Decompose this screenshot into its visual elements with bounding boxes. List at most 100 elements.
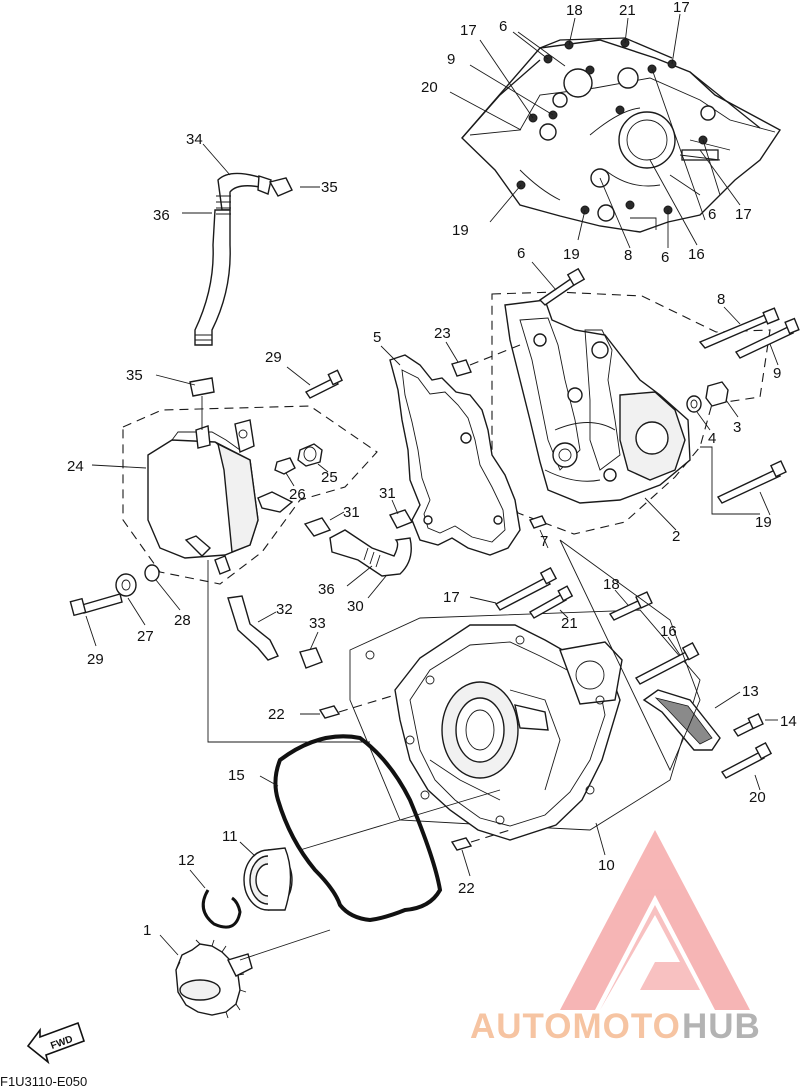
callout-34: 34 [186,131,203,148]
dowel-pin-3 [705,381,739,418]
clamp-35-lower [155,374,215,430]
grommet-27 [115,573,146,626]
leaders-top [449,13,741,249]
drawing-code: F1U3110-E050 [0,1074,87,1089]
callout-16-bolt: 16 [660,623,677,640]
watermark-logo [560,830,750,1010]
clamp-33 [299,631,323,669]
callout-8-bolt: 8 [717,291,725,308]
callout-30: 30 [347,598,364,615]
callout-36-lower: 36 [318,581,335,598]
callout-9-bolt: 9 [773,365,781,382]
callout-6-top: 6 [499,18,507,35]
strainer-cover-13 [642,689,741,751]
watermark-text-part1: AUTOMOTO [470,1007,681,1046]
watermark-text: AUTOMOTO HUB [470,1007,761,1046]
bolt-6-upper [531,261,586,306]
clamp-31-upper [388,499,414,529]
callout-31-upper: 31 [379,485,396,502]
callout-18-top: 18 [566,2,583,19]
callout-31-lower: 31 [343,504,360,521]
callout-4: 4 [708,430,716,447]
bolt-17-lower [469,566,558,611]
crankcase-cover-10 [349,609,701,856]
oil-pump-housing [491,291,771,535]
callout-11: 11 [222,828,238,845]
bearing-11 [239,841,293,911]
callout-22-left: 22 [268,706,285,723]
callout-24: 24 [67,458,84,475]
callout-36-upper: 36 [153,207,170,224]
watermark-text-part2: HUB [682,1007,761,1046]
callout-17-right: 17 [735,206,752,223]
hose-32 [227,595,279,661]
callout-6-bolt: 6 [517,245,525,262]
callout-14: 14 [780,713,797,730]
callout-17-top-left: 17 [460,22,477,39]
callout-35-upper: 35 [321,179,338,196]
callout-19-mid: 19 [563,246,580,263]
callout-27: 27 [137,628,154,645]
callout-29-upper: 29 [265,349,282,366]
callout-3: 3 [733,419,741,436]
callout-26: 26 [289,486,306,503]
bolt-19-right [716,460,787,516]
callout-21-bolt: 21 [561,615,578,632]
callout-19-bolt: 19 [755,514,772,531]
callout-2: 2 [672,528,680,545]
clamp-31-lower [303,511,345,537]
bolt-14 [732,713,778,737]
callout-13: 13 [742,683,759,700]
o-ring-15 [259,734,501,923]
callout-23: 23 [434,325,451,342]
breather-hose-34 [182,143,272,346]
dowel-23 [445,341,521,377]
callout-21-top: 21 [619,2,636,19]
callout-17-bolt: 17 [443,589,460,606]
hose-30 [329,529,412,599]
callout-10: 10 [598,857,615,874]
dowel-7 [529,515,547,529]
dowel-22-lower [450,829,511,877]
callout-9-top: 9 [447,51,455,68]
collar-28 [144,564,181,611]
callout-20-top: 20 [421,79,438,96]
callout-32: 32 [276,601,293,618]
callout-5: 5 [373,329,381,346]
bolt-16-lower [634,636,700,685]
bolt-20-lower [720,741,773,791]
callout-25: 25 [321,469,338,486]
callout-22-bottom: 22 [458,880,475,897]
dowel-22-upper [300,694,396,719]
washer-26 [274,457,296,487]
bolt-29-upper [286,366,343,399]
gear-1 [159,929,331,1019]
callout-28: 28 [174,612,191,629]
callout-labels: 1 2 3 4 5 6 6 6 6 7 8 8 9 9 10 11 12 13 … [67,0,797,939]
clamp-35-upper [268,177,320,197]
circlip-12 [189,869,242,929]
callout-6-right: 6 [708,206,716,223]
bolt-21-lower [528,585,574,619]
crankcase-detail [461,37,782,233]
callout-33: 33 [309,615,326,632]
callout-6-bottom: 6 [661,249,669,266]
callout-20-bolt: 20 [749,789,766,806]
callout-17-top-right: 17 [673,0,690,16]
callout-8-top: 8 [624,247,632,264]
fitting-25 [297,443,329,473]
callout-1: 1 [143,922,151,939]
bolt-9 [734,317,800,366]
callout-12: 12 [178,852,195,869]
bolt-29-lower [69,593,123,647]
bolt-18-lower [608,589,653,621]
callout-15: 15 [228,767,245,784]
callout-19-left: 19 [452,222,469,239]
callout-35-lower: 35 [126,367,143,384]
forward-arrow: FWD [26,1021,86,1065]
callout-18-bolt: 18 [603,576,620,593]
callout-7: 7 [540,533,548,550]
oil-cooler-24 [91,405,378,585]
